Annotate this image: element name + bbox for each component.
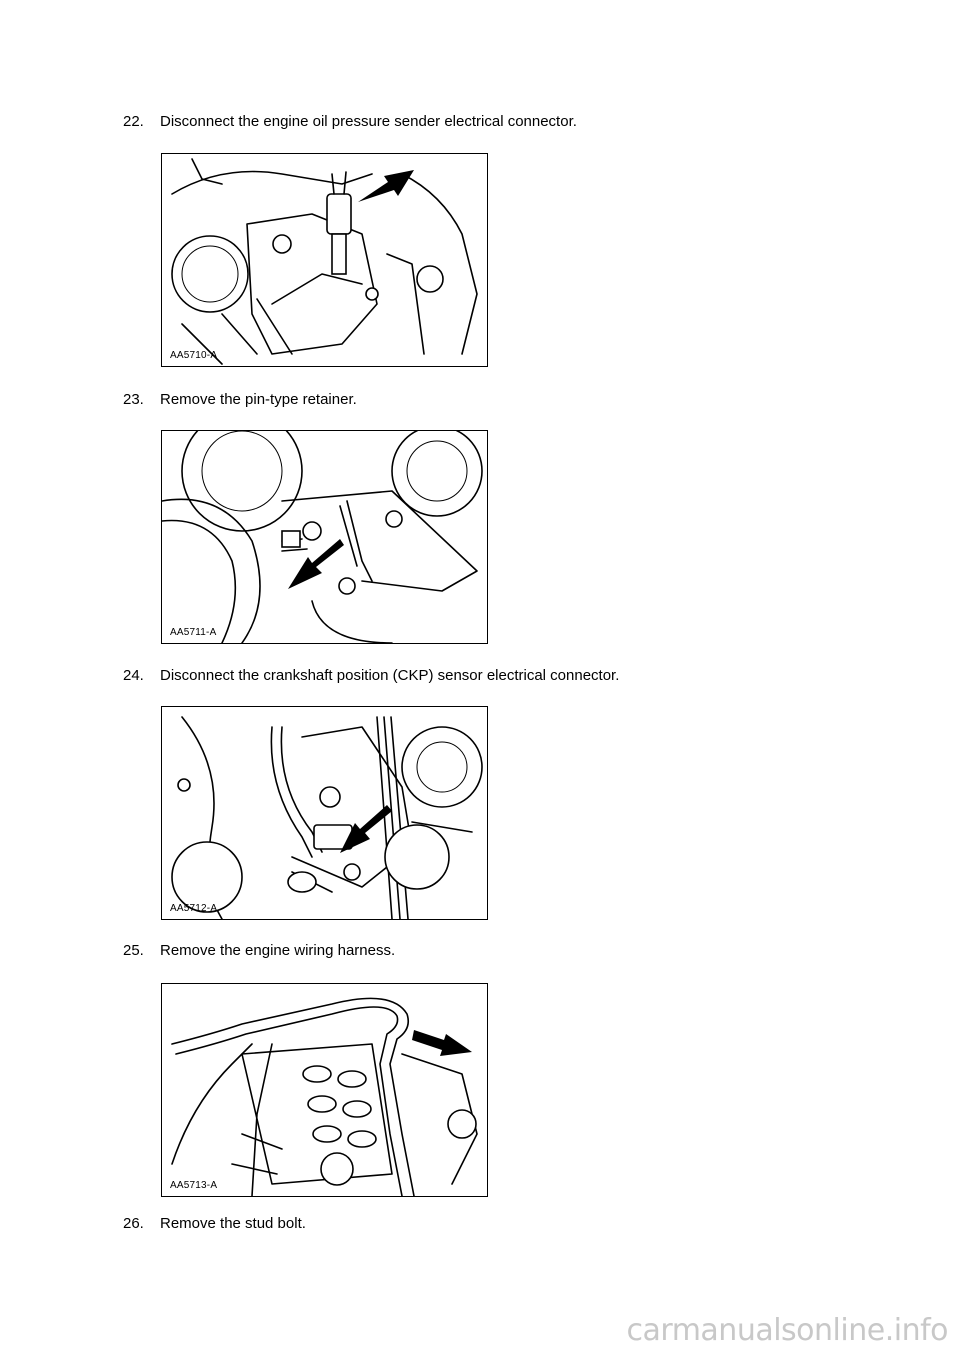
engine-illustration	[162, 431, 483, 643]
step-text: Remove the stud bolt.	[160, 1215, 306, 1232]
figure-caption: AA5710-A	[170, 350, 218, 361]
step-number: 25.	[123, 942, 144, 959]
watermark: carmanualsonline.info	[626, 1313, 949, 1348]
figure-caption: AA5712-A	[170, 903, 218, 914]
figure-caption: AA5711-A	[170, 627, 217, 638]
step-number: 26.	[123, 1215, 144, 1232]
engine-illustration	[171, 716, 483, 919]
step-text: Remove the pin-type retainer.	[160, 391, 357, 408]
figure-engine-wiring-harness: AA5713-A	[161, 983, 488, 1197]
engine-illustration	[171, 997, 478, 1196]
step-number: 22.	[123, 113, 144, 130]
step-number: 23.	[123, 391, 144, 408]
step-number: 24.	[123, 667, 144, 684]
step-text: Disconnect the crankshaft position (CKP)…	[160, 667, 620, 684]
engine-illustration	[171, 158, 478, 365]
step-text: Remove the engine wiring harness.	[160, 942, 396, 959]
figure-caption: AA5713-A	[170, 1180, 218, 1191]
step-text: Disconnect the engine oil pressure sende…	[160, 113, 577, 130]
figure-oil-pressure-sender: AA5710-A	[161, 153, 488, 367]
figure-ckp-sensor-connector: AA5712-A	[161, 706, 488, 920]
figure-pin-type-retainer: AA5711-A	[161, 430, 488, 644]
